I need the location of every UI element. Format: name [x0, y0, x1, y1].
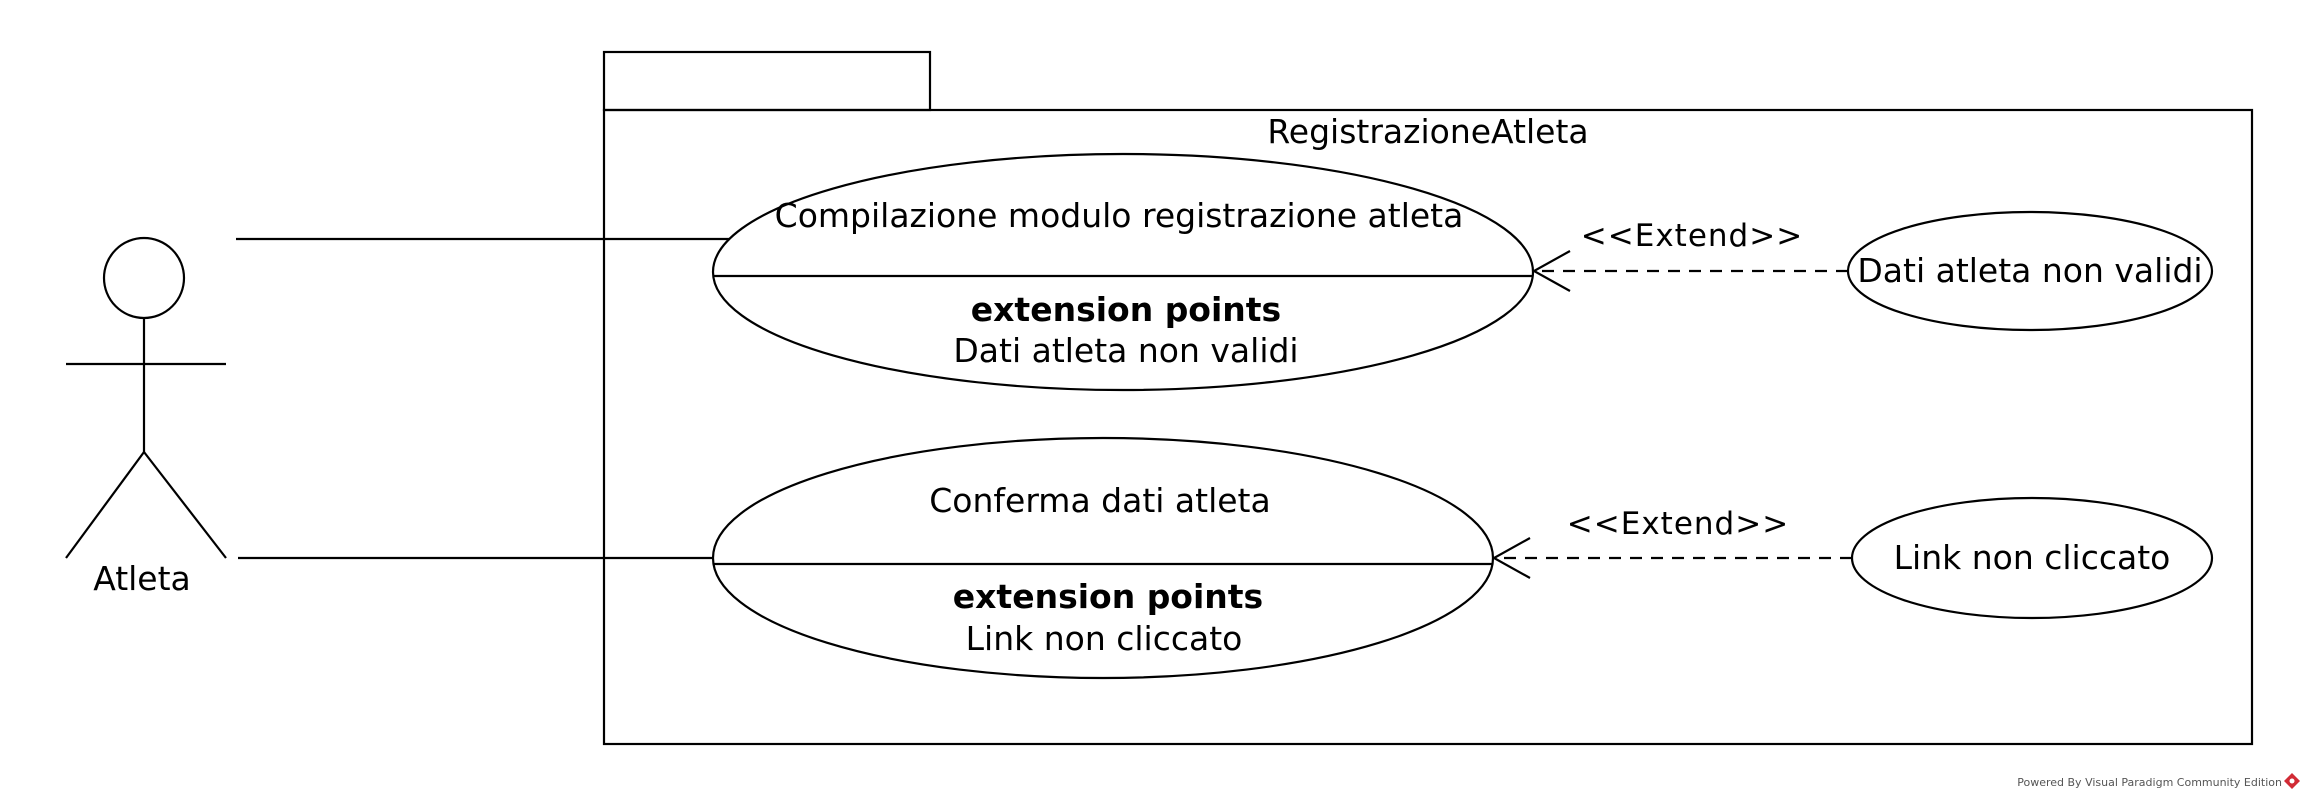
use-case-name: Conferma dati atleta	[929, 481, 1270, 520]
extend-relationship-1[interactable]: <<Extend>>	[1531, 218, 1848, 292]
use-case-dati-non-validi[interactable]: Dati atleta non validi	[1846, 210, 2214, 332]
use-case-link-non-cliccato[interactable]: Link non cliccato	[1850, 496, 2214, 620]
actor-head	[102, 236, 186, 320]
package[interactable]: RegistrazioneAtleta	[602, 50, 2254, 746]
use-case-name: Compilazione modulo registrazione atleta	[775, 196, 1464, 235]
extension-points-heading: extension points	[971, 290, 1281, 329]
package-body	[602, 108, 2254, 746]
extend-relationship-2[interactable]: <<Extend>>	[1491, 506, 1852, 579]
use-case-compilazione[interactable]: Compilazione modulo registrazione atleta…	[711, 152, 1535, 392]
footer-text: Powered By Visual Paradigm Community Edi…	[2017, 776, 2282, 789]
use-case-name: Dati atleta non validi	[1857, 251, 2202, 290]
actor-atleta[interactable]: Atleta	[65, 236, 227, 598]
actor-left-leg	[65, 451, 145, 559]
use-case-ellipse	[711, 152, 1535, 392]
extension-points-heading: extension points	[953, 577, 1263, 616]
actor-right-leg	[143, 451, 227, 559]
extend-stereotype: <<Extend>>	[1567, 506, 1789, 542]
use-case-conferma[interactable]: Conferma dati atleta extension points Li…	[711, 436, 1495, 680]
extend-arrowhead	[1491, 537, 1531, 579]
package-tab	[602, 50, 932, 112]
actor-name: Atleta	[93, 559, 191, 598]
extension-point: Link non cliccato	[966, 619, 1243, 658]
package-name: RegistrazioneAtleta	[1267, 112, 1588, 151]
extend-stereotype: <<Extend>>	[1581, 218, 1803, 254]
extension-point: Dati atleta non validi	[953, 331, 1298, 370]
visual-paradigm-logo-dot	[2289, 778, 2295, 784]
extend-arrowhead	[1531, 250, 1571, 292]
footer-watermark: Powered By Visual Paradigm Community Edi…	[2017, 773, 2300, 789]
use-case-name: Link non cliccato	[1894, 538, 2171, 577]
